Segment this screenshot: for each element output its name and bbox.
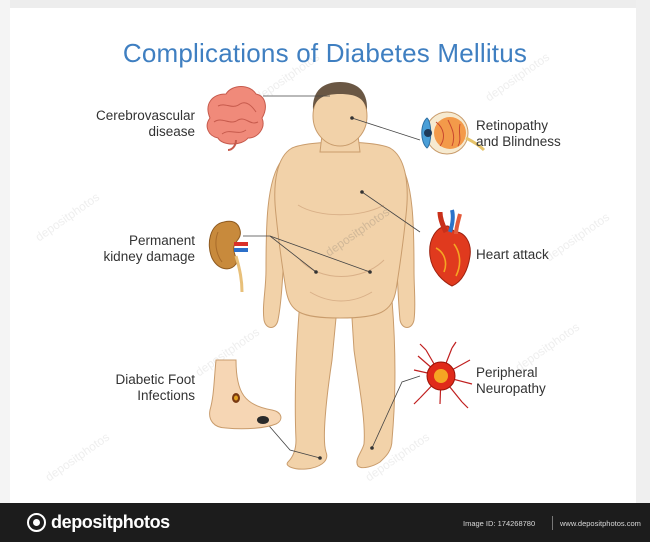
- footer-url: www.depositphotos.com: [560, 519, 641, 528]
- label-line: kidney damage: [60, 249, 195, 265]
- label-line: Diabetic Foot: [60, 372, 195, 388]
- label-heart: Heart attack: [476, 247, 626, 263]
- label-neuropathy: Peripheral Neuropathy: [476, 365, 626, 397]
- label-line: Permanent: [60, 233, 195, 249]
- brain-icon: [207, 87, 265, 151]
- label-line: and Blindness: [476, 134, 626, 150]
- footer-image-id: Image ID: 174268780: [463, 519, 535, 528]
- label-line: Heart attack: [476, 247, 626, 263]
- label-line: Neuropathy: [476, 381, 626, 397]
- depositphotos-logo-icon: [27, 513, 46, 532]
- label-retinopathy: Retinopathy and Blindness: [476, 118, 626, 150]
- neuron-body: [427, 362, 455, 390]
- label-line: Infections: [60, 388, 195, 404]
- eye-icon: [422, 112, 484, 154]
- footer-separator: [552, 516, 553, 530]
- label-line: Peripheral: [476, 365, 626, 381]
- heart-icon: [430, 210, 471, 286]
- label-line: Cerebrovascular: [60, 108, 195, 124]
- footer-brand: depositphotos: [51, 512, 170, 533]
- label-line: Retinopathy: [476, 118, 626, 134]
- kidney-icon: [209, 221, 248, 292]
- body-figure: [263, 82, 414, 469]
- label-cerebrovascular: Cerebrovascular disease: [60, 108, 195, 140]
- footer-bar: depositphotos Image ID: 174268780 www.de…: [0, 503, 650, 542]
- foot-icon: [210, 360, 281, 429]
- label-kidney: Permanent kidney damage: [60, 233, 195, 265]
- label-foot: Diabetic Foot Infections: [60, 372, 195, 404]
- label-line: disease: [60, 124, 195, 140]
